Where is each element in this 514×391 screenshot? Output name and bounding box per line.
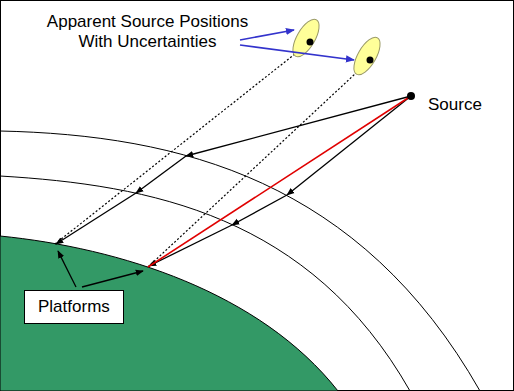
true-line-of-sight xyxy=(148,96,411,267)
pointer-arrow xyxy=(240,30,294,40)
leader-arrow xyxy=(82,271,143,287)
earth-surface xyxy=(0,236,338,391)
box-text: Platforms xyxy=(38,297,110,317)
ray-segment xyxy=(149,225,232,266)
label-box: Platforms xyxy=(24,290,124,324)
apparent-line-of-sight xyxy=(55,42,310,244)
apparent-source-dot xyxy=(307,39,314,46)
pointer-arrow xyxy=(240,45,354,60)
ray-segment xyxy=(186,96,411,156)
apparent-line-of-sight xyxy=(148,60,370,267)
atmosphere-layer xyxy=(0,131,480,391)
uncertainty-ellipse xyxy=(349,33,386,78)
ray-segment xyxy=(287,96,411,195)
ray-segment xyxy=(232,195,287,225)
ray-segment xyxy=(136,156,186,193)
source-label: Source xyxy=(428,95,482,115)
source-dot xyxy=(407,92,415,100)
ray-segment xyxy=(56,193,136,244)
annotation-label: Apparent Source Positions With Uncertain… xyxy=(35,12,260,52)
atmosphere-layer xyxy=(0,176,410,391)
leader-arrow xyxy=(58,251,76,287)
apparent-source-dot xyxy=(367,57,374,64)
